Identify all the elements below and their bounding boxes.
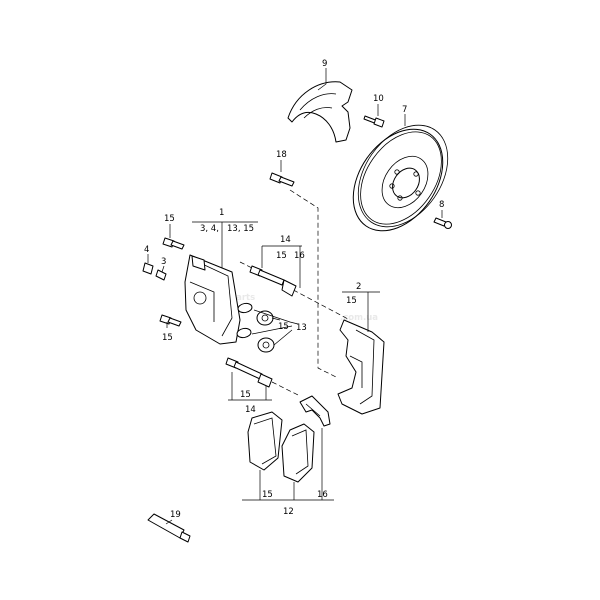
grease-tube-part-19 [147,513,191,543]
spring-clip-part-16 [299,395,331,427]
watermark: parts .com.ua [230,293,378,323]
callout-13-sub: 15 [278,322,289,332]
callout-12: 12 [283,507,294,517]
callout-1: 1 [219,208,224,218]
brake-pad-part-12-right [281,423,315,483]
callout-14-top-sub-b: 16 [294,251,305,261]
bleeder-part-3 [155,269,167,281]
caliper-part-1 [184,254,241,345]
callout-1-sub-b: 13, 15 [227,224,254,234]
callout-10: 10 [373,94,384,104]
brake-disc-part-7 [352,124,449,232]
guide-bolt-part-15-top [162,237,185,250]
callout-7: 7 [402,105,407,115]
callout-1-sub-a: 3, 4, [200,224,219,234]
callout-3: 3 [161,257,166,267]
callout-12-sub-a: 15 [262,490,273,500]
cap-part-4 [142,262,154,275]
bolt-part-18 [269,172,295,187]
callout-9: 9 [322,59,327,69]
callout-14-top-sub-a: 15 [276,251,287,261]
caliper-carrier-part-2 [337,319,385,415]
callout-15-left: 15 [162,333,173,343]
seal-kit-part-13 [236,302,275,353]
guide-bolt-part-15-bottom [159,314,182,327]
guide-pin-part-14-top [249,265,297,297]
callout-15-topleft: 15 [164,214,175,224]
callout-8: 8 [439,200,444,210]
callout-4: 4 [144,245,149,255]
splash-shield-part-9 [287,81,353,143]
callout-14-bottom: 14 [245,405,256,415]
callouts: 9 10 7 8 18 1 3, 4, 13, 15 15 4 3 15 14 … [144,59,444,520]
callout-16: 16 [317,490,328,500]
callout-14-bottom-sub: 15 [240,390,251,400]
screw-part-8 [433,217,452,229]
guide-pin-part-14-bottom [225,357,273,388]
callout-14-top: 14 [280,235,291,245]
callout-2-sub: 15 [346,296,357,306]
brake-pad-part-12-left [247,411,283,471]
callout-13: 13 [296,323,307,333]
leader-lines [147,68,443,525]
watermark-brand: parts [230,293,255,303]
callout-18: 18 [276,150,287,160]
callout-2: 2 [356,282,361,292]
watermark-suffix: .com.ua [340,313,378,323]
callout-19: 19 [170,510,181,520]
bolt-part-10 [363,115,385,128]
